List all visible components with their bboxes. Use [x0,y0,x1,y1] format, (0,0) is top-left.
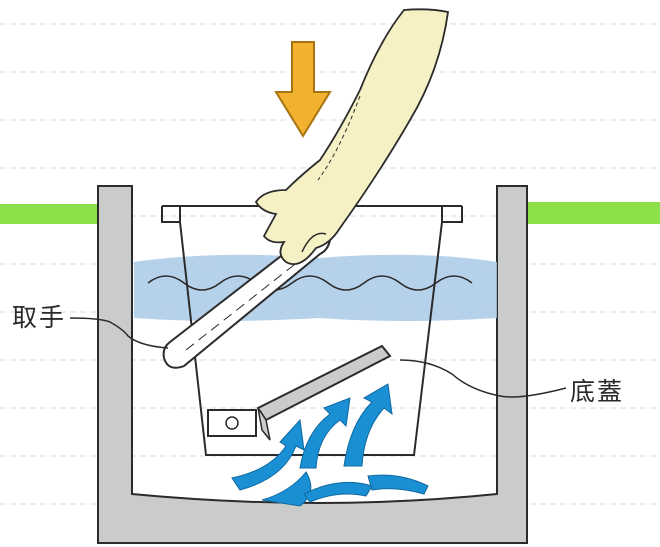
ground-surface-right [525,202,660,224]
down-arrow-icon [274,41,332,138]
water-surface-band [134,254,497,321]
hand [254,8,450,266]
bottom-lid [207,344,392,441]
concrete-pit [97,185,528,544]
label-bottom-lid: 底蓋 [570,377,624,406]
upward-flow-arrows [231,383,429,507]
label-handle: 取手 [12,303,66,332]
water-wave-line [147,275,473,291]
leader-line-handle [69,317,169,349]
ground-surface-left [0,204,104,224]
hinge-pin [225,416,239,430]
leader-line-bottom-lid [399,359,567,398]
